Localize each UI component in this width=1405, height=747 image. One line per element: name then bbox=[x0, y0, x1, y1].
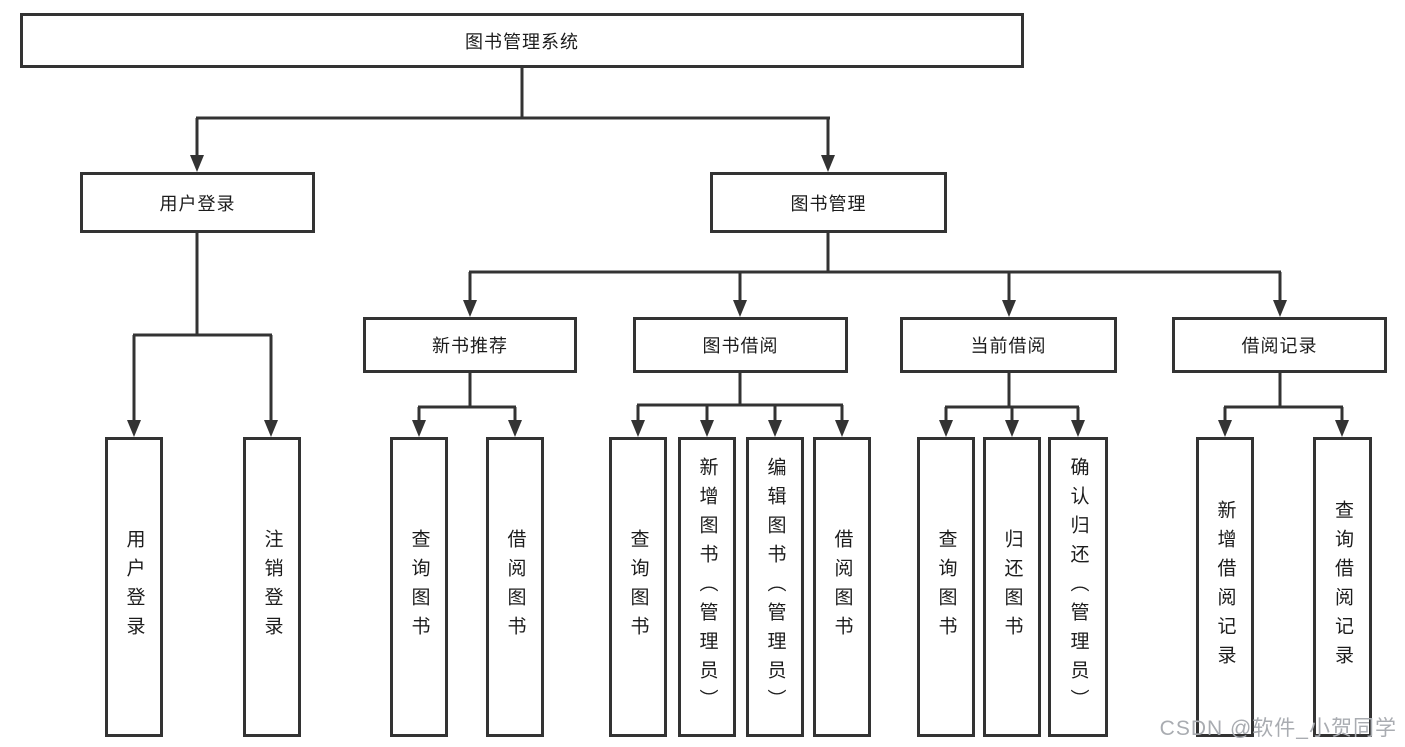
node-new-books: 新书推荐 bbox=[363, 317, 577, 373]
connector-book-mgmt bbox=[468, 233, 1282, 302]
leaf-borrow-borrow-label: 借阅图书 bbox=[831, 529, 853, 645]
node-new-books-label: 新书推荐 bbox=[432, 336, 508, 356]
connector-new-books bbox=[417, 373, 517, 422]
leaf-current-confirm-label: 确认归还（管理员） bbox=[1067, 456, 1089, 718]
connector-user-login bbox=[132, 233, 273, 422]
node-book-mgmt-label: 图书管理 bbox=[790, 193, 867, 214]
leaf-borrow-edit-label: 编辑图书（管理员） bbox=[764, 456, 786, 718]
node-book-borrow: 图书借阅 bbox=[633, 317, 848, 373]
leaf-user-login-label: 用户登录 bbox=[123, 529, 145, 645]
leaf-current-return-label: 归还图书 bbox=[1001, 529, 1023, 645]
connector-borrow-records bbox=[1223, 373, 1344, 422]
node-user-login-label: 用户登录 bbox=[159, 193, 236, 214]
arrowheads bbox=[127, 155, 1349, 437]
leaf-borrow-add: 新增图书（管理员） bbox=[678, 437, 736, 737]
leaf-borrow-edit: 编辑图书（管理员） bbox=[746, 437, 804, 737]
node-root-label: 图书管理系统 bbox=[465, 31, 579, 52]
leaf-new-books-borrow: 借阅图书 bbox=[486, 437, 544, 737]
leaf-records-query: 查询借阅记录 bbox=[1313, 437, 1372, 737]
csdn-watermark: CSDN @软件_小贺同学 bbox=[1159, 717, 1397, 740]
connector-paths bbox=[132, 68, 1344, 422]
leaf-current-query: 查询图书 bbox=[917, 437, 975, 737]
leaf-new-books-borrow-label: 借阅图书 bbox=[504, 529, 526, 645]
leaf-records-add-label: 新增借阅记录 bbox=[1214, 500, 1236, 674]
node-borrow-records: 借阅记录 bbox=[1172, 317, 1387, 373]
leaf-borrow-borrow: 借阅图书 bbox=[813, 437, 871, 737]
connector-current-borrow bbox=[944, 373, 1080, 422]
leaf-borrow-query-label: 查询图书 bbox=[627, 529, 649, 645]
connector-book-borrow bbox=[636, 373, 844, 422]
leaf-current-query-label: 查询图书 bbox=[935, 529, 957, 645]
leaf-borrow-query: 查询图书 bbox=[609, 437, 667, 737]
node-current-borrow-label: 当前借阅 bbox=[970, 336, 1047, 356]
leaf-current-confirm: 确认归还（管理员） bbox=[1048, 437, 1108, 737]
leaf-borrow-add-label: 新增图书（管理员） bbox=[696, 456, 718, 718]
node-book-mgmt: 图书管理 bbox=[710, 172, 947, 233]
node-root: 图书管理系统 bbox=[20, 13, 1024, 68]
leaf-current-return: 归还图书 bbox=[983, 437, 1041, 737]
leaf-logout-label: 注销登录 bbox=[261, 529, 283, 645]
leaf-new-books-query: 查询图书 bbox=[390, 437, 448, 737]
leaf-records-query-label: 查询借阅记录 bbox=[1332, 500, 1353, 674]
leaf-logout: 注销登录 bbox=[243, 437, 301, 737]
node-book-borrow-label: 图书借阅 bbox=[702, 336, 779, 356]
node-current-borrow: 当前借阅 bbox=[900, 317, 1117, 373]
connector-root bbox=[195, 68, 830, 157]
leaf-user-login: 用户登录 bbox=[105, 437, 163, 737]
node-borrow-records-label: 借阅记录 bbox=[1241, 336, 1318, 356]
leaf-records-add: 新增借阅记录 bbox=[1196, 437, 1254, 737]
node-user-login: 用户登录 bbox=[80, 172, 315, 233]
leaf-new-books-query-label: 查询图书 bbox=[408, 529, 430, 645]
